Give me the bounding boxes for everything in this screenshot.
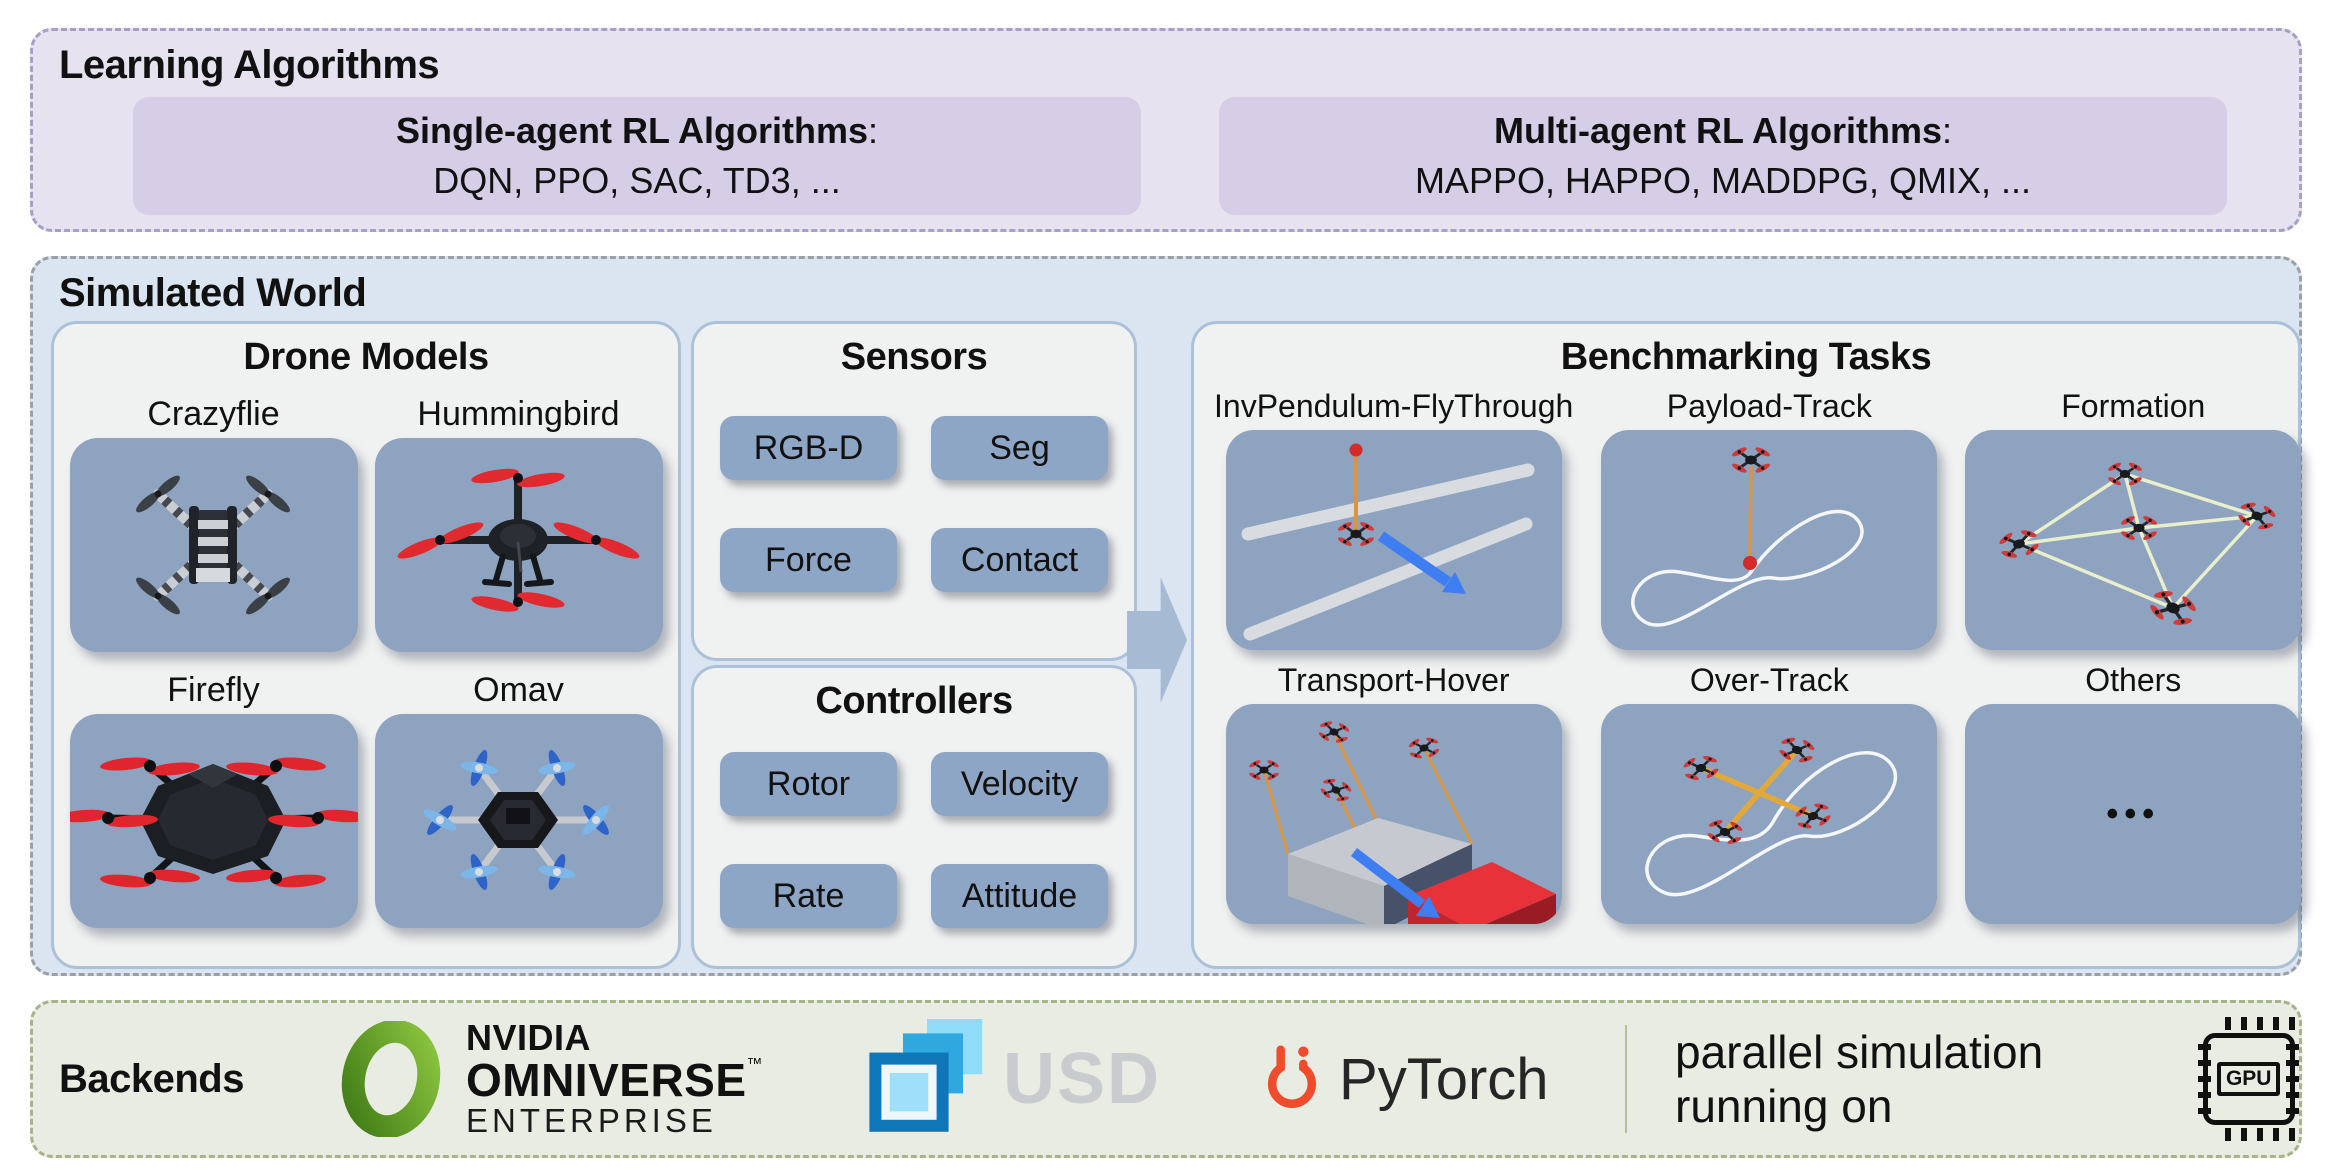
drone-cell-omav: Omav	[373, 666, 664, 928]
sensor-pill-seg: Seg	[931, 416, 1108, 480]
hummingbird-image	[374, 438, 663, 652]
sensors-panel: Sensors RGB-D Seg Force Contact	[691, 321, 1137, 661]
controllers-grid: Rotor Velocity Rate Attitude	[720, 752, 1108, 928]
parallel-simulation-caption: parallel simulation running on	[1675, 1026, 2044, 1132]
task-cell-over-track: Over-Track	[1601, 656, 1938, 924]
simulated-world-panel: Simulated World Drone Models Crazyflie	[30, 256, 2302, 976]
omniverse-word: OMNIVERSE	[465, 1054, 747, 1107]
drone-cell-hummingbird: Hummingbird	[373, 390, 664, 652]
invpendulum-flythrough-image	[1225, 430, 1562, 650]
multi-agent-heading-text: Multi-agent RL Algorithms	[1494, 110, 1942, 151]
drone-cell-firefly: Firefly	[68, 666, 359, 928]
gpu-pins-left	[2198, 1044, 2212, 1114]
others-image: •••	[1965, 704, 2302, 924]
crazyflie-image	[69, 438, 358, 652]
usd-icon	[869, 1019, 983, 1132]
sensors-title: Sensors	[840, 336, 988, 378]
gpu-pins-top	[2225, 1017, 2296, 1030]
multi-agent-heading: Multi-agent RL Algorithms:	[1494, 110, 1952, 152]
omav-image	[374, 714, 663, 928]
drone-label-hummingbird: Hummingbird	[417, 395, 620, 433]
drone-models-panel: Drone Models Crazyflie	[51, 321, 681, 969]
firefly-image	[69, 714, 358, 928]
nvidia-text: NVIDIA	[465, 1017, 591, 1059]
colon: :	[868, 110, 879, 151]
nvidia-omniverse-icon	[341, 1021, 441, 1137]
learning-algorithms-panel: Learning Algorithms Single-agent RL Algo…	[30, 28, 2302, 232]
multi-agent-rl-box: Multi-agent RL Algorithms: MAPPO, HAPPO,…	[1219, 97, 2227, 215]
benchmarking-tasks-title: Benchmarking Tasks	[1560, 336, 1932, 378]
drone-grid: Crazyflie	[68, 390, 664, 928]
controller-pill-rate: Rate	[720, 864, 897, 928]
drone-label-firefly: Firefly	[167, 671, 260, 709]
backends-title: Backends	[59, 1056, 244, 1101]
task-label-formation: Formation	[2061, 388, 2206, 424]
single-agent-heading: Single-agent RL Algorithms:	[396, 110, 878, 152]
enterprise-text: ENTERPRISE	[465, 1101, 717, 1139]
omniverse-text: OMNIVERSE™	[465, 1054, 764, 1107]
task-cell-payload-track: Payload-Track	[1601, 382, 1938, 650]
sensor-pill-rgbd: RGB-D	[720, 416, 897, 480]
gpu-pins-right	[2286, 1044, 2299, 1114]
task-label-transport-hover: Transport-Hover	[1277, 662, 1510, 698]
drone-models-title: Drone Models	[243, 336, 489, 378]
transport-hover-image	[1225, 704, 1562, 924]
benchmarking-tasks-panel: Benchmarking Tasks InvPendulum-FlyThroug…	[1191, 321, 2302, 969]
benchmarking-grid: InvPendulum-FlyThrough	[1214, 382, 2302, 924]
controller-pill-velocity: Velocity	[931, 752, 1108, 816]
pytorch-icon	[1268, 1045, 1317, 1108]
single-agent-heading-text: Single-agent RL Algorithms	[395, 110, 868, 151]
nvidia-omniverse-wordmark: NVIDIA OMNIVERSE™ ENTERPRISE	[465, 1017, 764, 1139]
drone-cell-crazyflie: Crazyflie	[68, 390, 359, 652]
single-agent-rl-box: Single-agent RL Algorithms: DQN, PPO, SA…	[133, 97, 1141, 215]
backends-panel: Backends NVIDIA OMNIVERSE™ ENTERPRISE	[30, 1000, 2302, 1158]
single-agent-algorithm-list: DQN, PPO, SAC, TD3, ...	[433, 160, 841, 201]
ellipsis-dots: •••	[2106, 794, 2161, 833]
controller-pill-attitude: Attitude	[931, 864, 1108, 928]
usd-wordmark: USD	[1003, 1039, 1162, 1119]
usd-logo: USD	[867, 1019, 1161, 1139]
task-label-invpendulum-flythrough: InvPendulum-FlyThrough	[1214, 388, 1574, 424]
task-cell-transport-hover: Transport-Hover	[1214, 656, 1573, 924]
pytorch-logo: PyTorch	[1259, 1037, 1549, 1121]
multi-agent-algorithm-list: MAPPO, HAPPO, MADDPG, QMIX, ...	[1414, 160, 2032, 201]
gpu-icon: GPU	[2198, 1017, 2299, 1141]
task-cell-invpendulum-flythrough: InvPendulum-FlyThrough	[1214, 382, 1573, 650]
simulated-world-title: Simulated World	[59, 271, 367, 315]
sensor-pill-force: Force	[720, 528, 897, 592]
trademark-symbol: ™	[746, 1056, 764, 1074]
task-cell-others: Others •••	[1965, 656, 2302, 924]
gpu-pins-bottom	[2225, 1128, 2296, 1141]
learning-algorithms-title: Learning Algorithms	[59, 43, 440, 87]
sensors-grid: RGB-D Seg Force Contact	[720, 416, 1108, 592]
task-label-over-track: Over-Track	[1689, 662, 1849, 698]
colon: :	[1941, 110, 1952, 151]
task-label-others: Others	[2085, 662, 2182, 698]
vertical-divider	[1624, 1025, 1627, 1133]
sensor-pill-contact: Contact	[931, 528, 1108, 592]
controllers-title: Controllers	[815, 680, 1013, 722]
nvidia-omniverse-logo: NVIDIA OMNIVERSE™ ENTERPRISE	[336, 1020, 763, 1137]
controllers-panel: Controllers Rotor Velocity Rate Attitude	[691, 665, 1137, 969]
formation-image	[1965, 430, 2302, 650]
task-label-payload-track: Payload-Track	[1666, 388, 1872, 424]
gpu-chip-label: GPU	[2216, 1062, 2281, 1096]
over-track-image	[1601, 704, 1938, 924]
pytorch-wordmark: PyTorch	[1339, 1046, 1549, 1112]
payload-track-image	[1601, 430, 1938, 650]
gpu-chip-outline: GPU	[2202, 1033, 2295, 1125]
drone-label-crazyflie: Crazyflie	[147, 395, 280, 433]
controller-pill-rotor: Rotor	[720, 752, 897, 816]
task-cell-formation: Formation	[1965, 382, 2302, 650]
drone-label-omav: Omav	[473, 671, 564, 709]
